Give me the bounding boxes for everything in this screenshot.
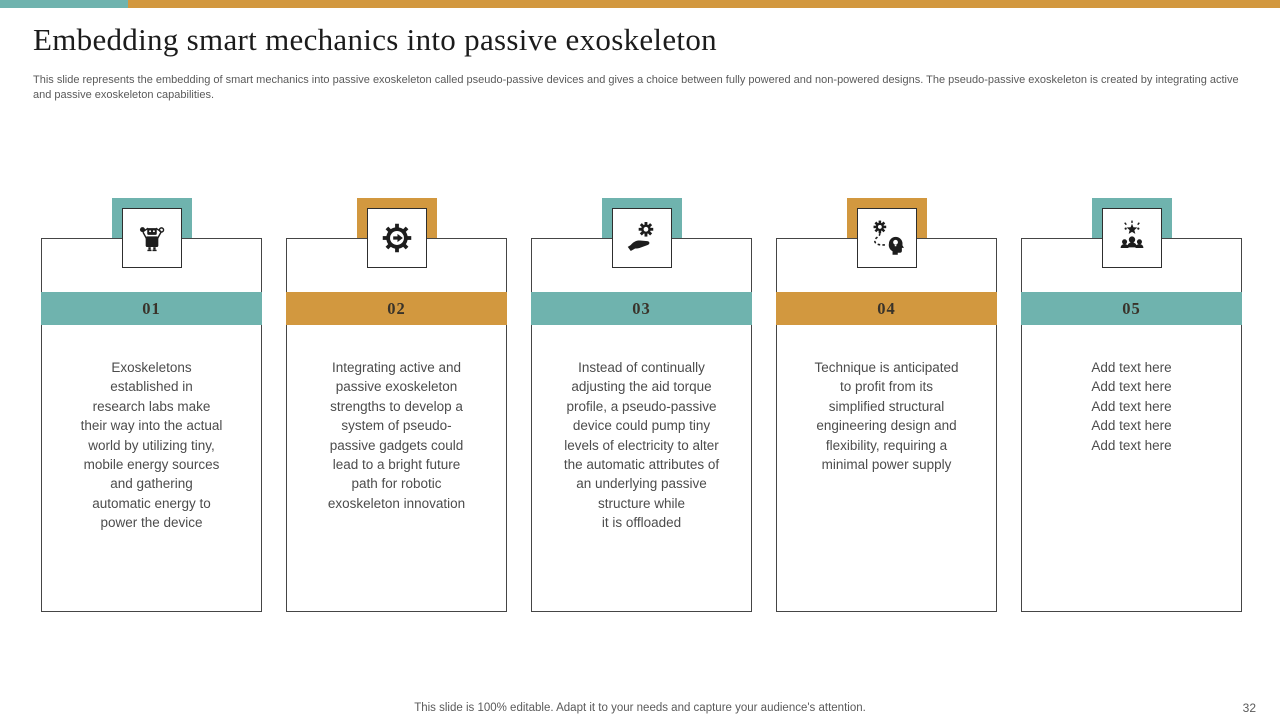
step-number: 01	[142, 298, 161, 318]
idea-process-icon	[873, 220, 904, 255]
column-5-icon-box	[1101, 208, 1162, 268]
step-column-3: 03 Instead of continually adjusting the …	[531, 198, 752, 612]
column-2-number-band: 02	[286, 292, 507, 325]
column-4-number-band: 04	[776, 292, 997, 325]
top-accent-bar	[0, 0, 1280, 8]
column-5-body-placeholder[interactable]: Add text here Add text here Add text her…	[1091, 360, 1172, 453]
slide-description: This slide represents the embedding of s…	[33, 74, 1239, 101]
column-3-icon-box	[611, 208, 672, 268]
step-column-2: 02 Integrating active and passive exoske…	[286, 198, 507, 612]
top-bar-teal-segment	[0, 0, 128, 8]
column-4-body-text: Technique is anticipated to profit from …	[814, 360, 959, 473]
column-4-icon-box	[856, 208, 917, 268]
step-column-4: 04 Technique is anticipated to profit fr…	[776, 198, 997, 612]
column-3-number-band: 03	[531, 292, 752, 325]
column-2-icon-box	[366, 208, 427, 268]
step-column-5: 05 Add text here Add text here Add text …	[1021, 198, 1242, 612]
step-number: 05	[1122, 298, 1141, 318]
team-star-icon	[1120, 220, 1143, 248]
step-number: 04	[877, 298, 896, 318]
step-number: 03	[632, 298, 651, 318]
page-number: 32	[1242, 701, 1256, 715]
column-5-number-band: 05	[1021, 292, 1242, 325]
column-3-body-text: Instead of continually adjusting the aid…	[563, 360, 720, 531]
step-number: 02	[387, 298, 406, 318]
gear-arrow-icon	[382, 223, 411, 253]
step-column-1: 01 Exoskeletons established in research …	[41, 198, 262, 612]
step-columns: 01 Exoskeletons established in research …	[41, 198, 1242, 612]
column-1-number-band: 01	[41, 292, 262, 325]
footer-note: This slide is 100% editable. Adapt it to…	[414, 702, 866, 714]
top-bar-orange-segment	[128, 0, 1280, 8]
column-2-body-text: Integrating active and passive exoskelet…	[327, 360, 466, 511]
page-title: Embedding smart mechanics into passive e…	[33, 22, 717, 57]
column-1-body-text: Exoskeletons established in research lab…	[80, 360, 223, 531]
robot-icon	[139, 227, 164, 252]
column-1-icon-box	[121, 208, 182, 268]
hand-gear-icon	[627, 222, 653, 251]
